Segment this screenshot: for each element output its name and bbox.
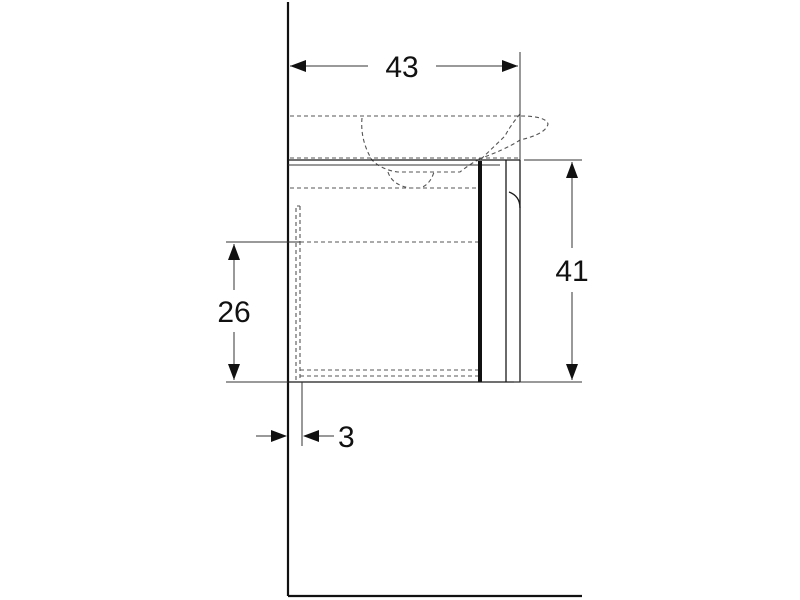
- dimension-label-3: 3: [338, 421, 355, 454]
- dimension-label-41: 41: [555, 255, 588, 288]
- wall-floor: [286, 2, 582, 598]
- cabinet-body: [288, 159, 521, 383]
- dimension-label-26: 26: [217, 296, 250, 329]
- dimension-3: 3: [256, 382, 355, 454]
- dimension-26: 26: [217, 241, 300, 383]
- door-handle: [508, 191, 521, 209]
- cabinet-door-edge: [478, 161, 482, 382]
- drawer-outline: [295, 205, 478, 380]
- washbasin-outline: [290, 113, 549, 189]
- dimension-label-43: 43: [385, 51, 418, 84]
- dimension-41: 41: [514, 159, 589, 383]
- dimension-43: 43: [290, 51, 521, 160]
